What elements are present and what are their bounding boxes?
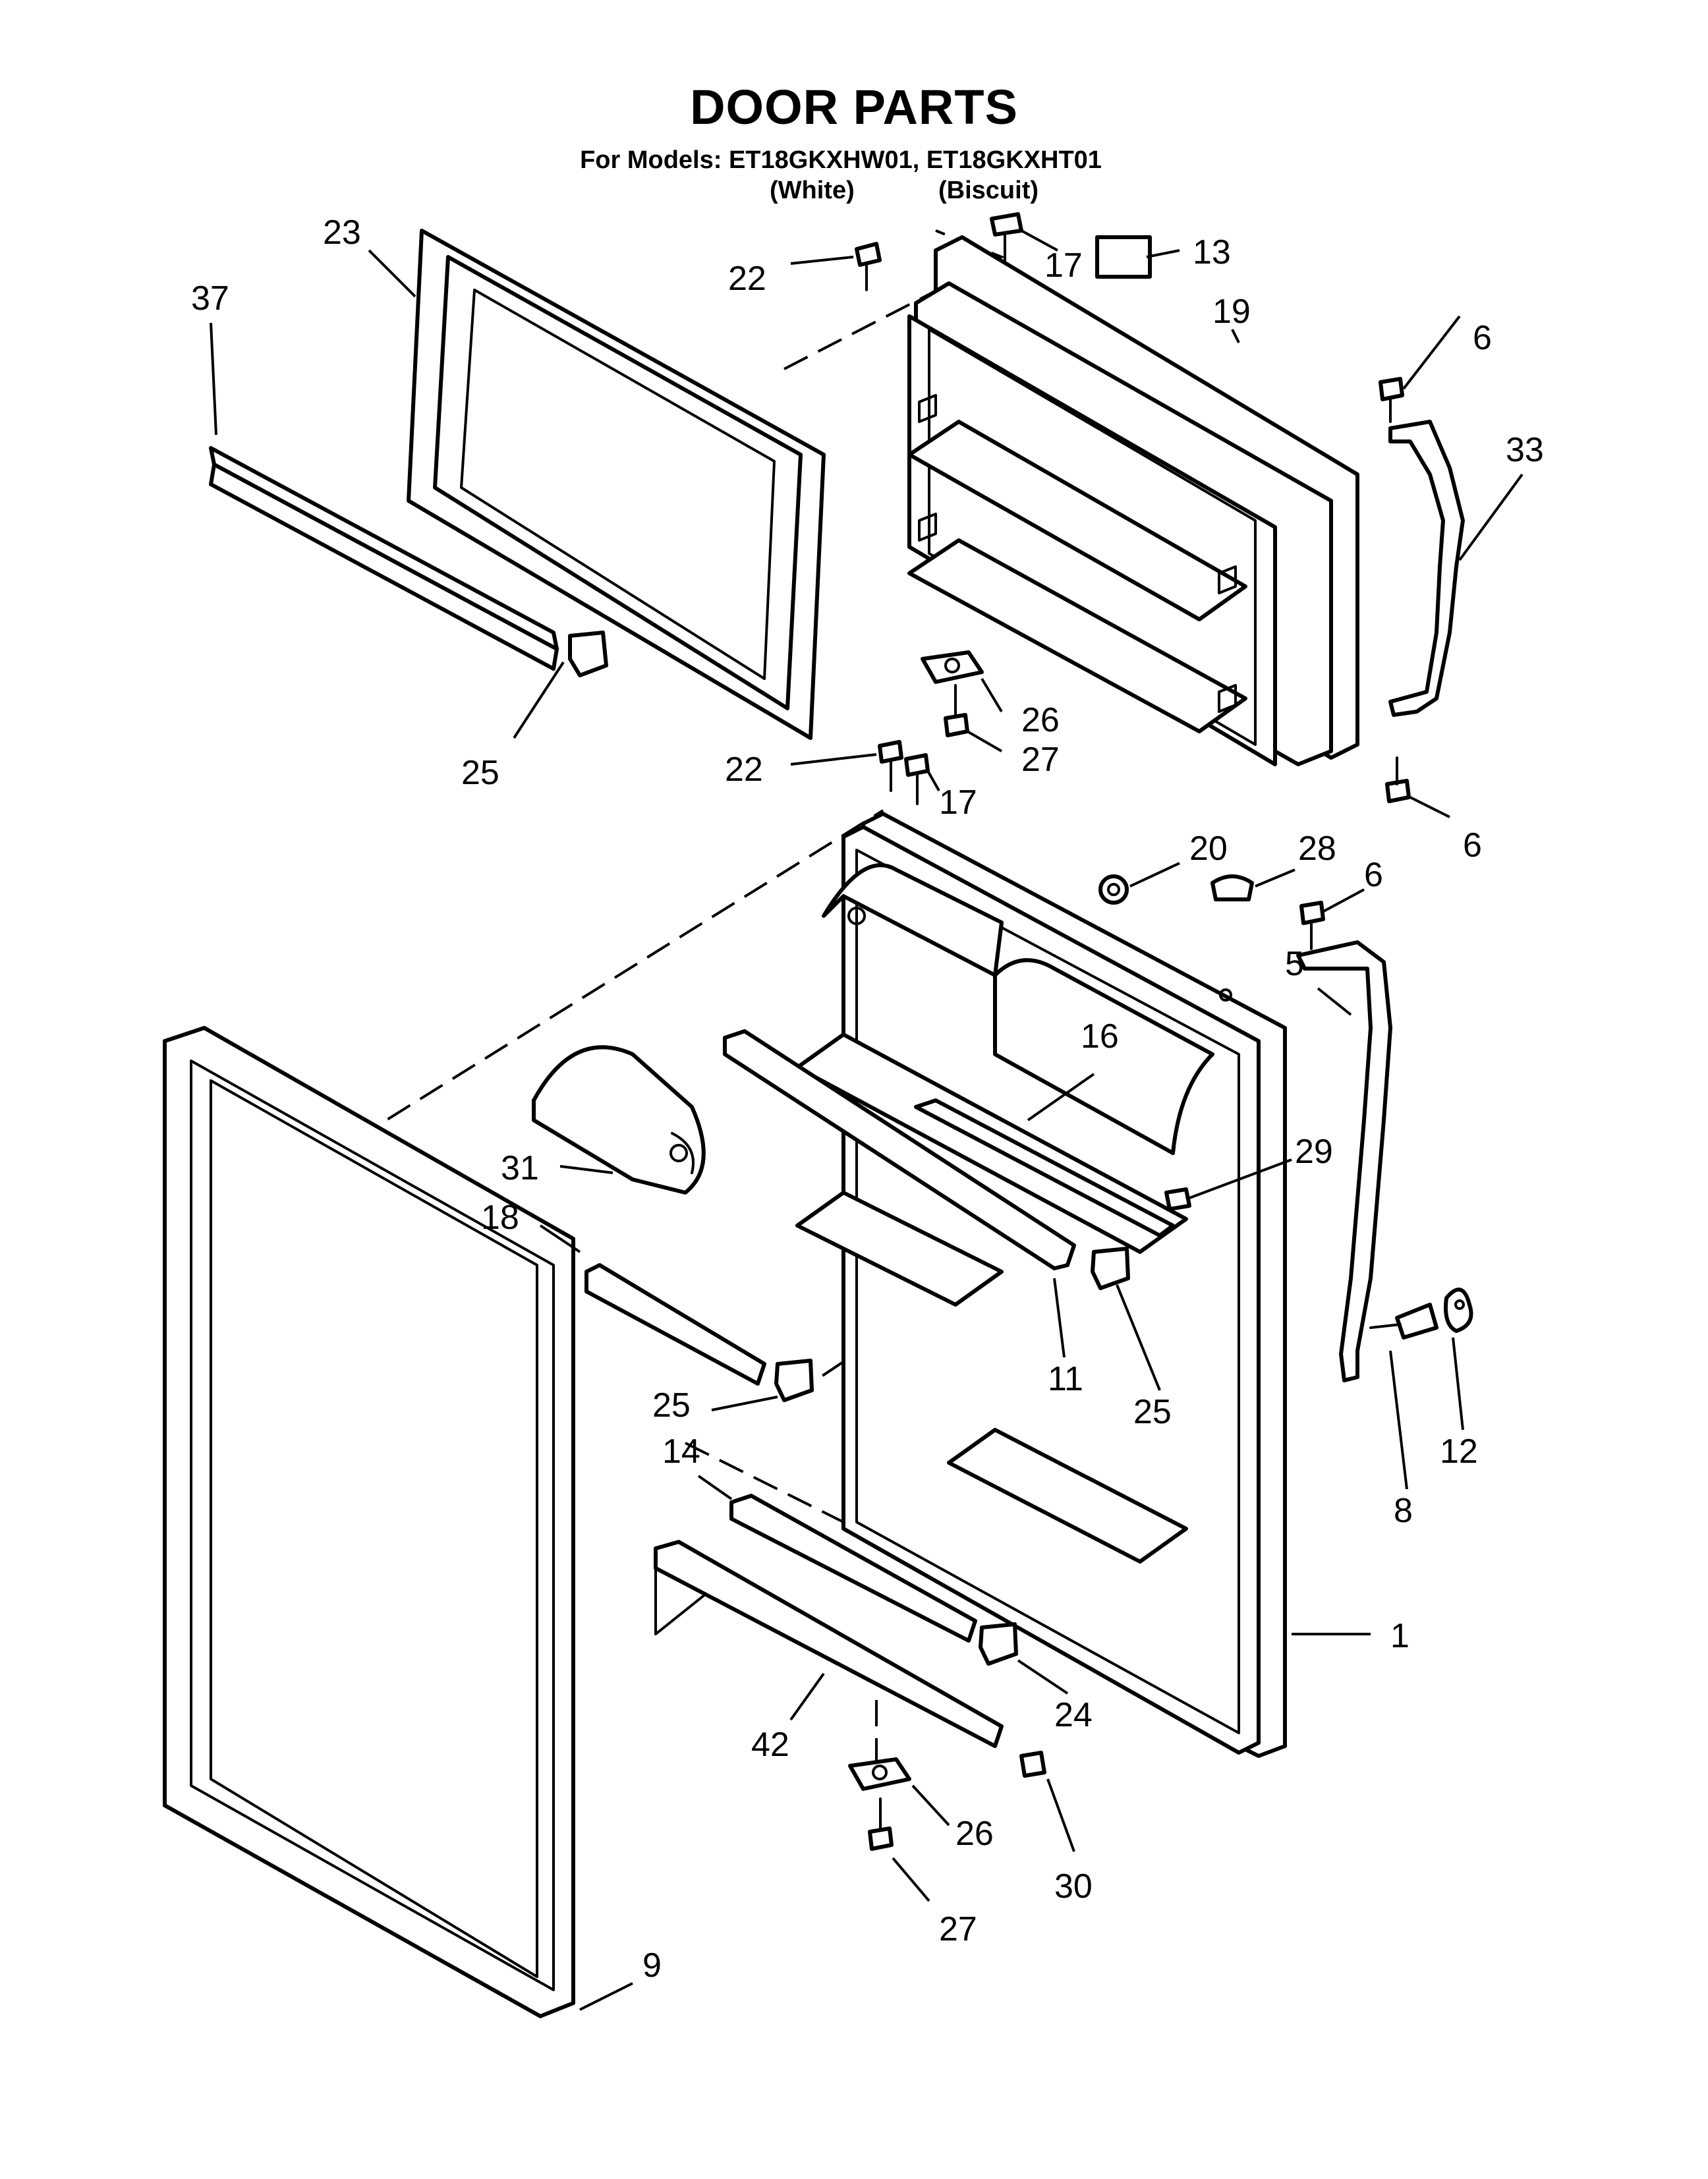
callout-6a: 6	[1473, 319, 1492, 357]
hinge-screw-27a	[944, 684, 969, 737]
callout-24: 24	[1054, 1696, 1093, 1734]
page-title: DOOR PARTS	[690, 80, 1018, 134]
callout-14: 14	[662, 1432, 700, 1471]
callout-11: 11	[1048, 1360, 1083, 1398]
dairy-compartment	[822, 863, 1214, 1155]
refrigerator-door-gasket	[163, 1026, 575, 2018]
hinge-screw-27b	[868, 1797, 894, 1851]
door-shelf-lower	[947, 1428, 1188, 1564]
callout-30: 30	[1054, 1867, 1093, 1906]
callout-25b: 25	[1133, 1393, 1172, 1431]
trim-end-cap-30	[1019, 1751, 1046, 1778]
callout-22a: 22	[728, 260, 766, 298]
hinge-bracket-26b	[848, 1757, 911, 1791]
freezer-door-gasket	[407, 229, 826, 740]
door-shelf-middle	[795, 1191, 1004, 1307]
callout-23: 23	[323, 213, 361, 252]
hinge-cover-20	[1098, 874, 1129, 905]
hole-plug-28	[1210, 874, 1254, 1002]
callout-18: 18	[481, 1199, 519, 1237]
screw-17a	[990, 212, 1023, 265]
shelf-trim-11	[723, 1029, 1076, 1270]
bottom-trim-42	[654, 1540, 1004, 1748]
callout-31: 31	[501, 1149, 539, 1187]
handle-screw-6c	[1299, 901, 1325, 950]
bin-end-cap-25a	[568, 631, 608, 677]
callout-29: 29	[1295, 1133, 1333, 1171]
callout-9: 9	[642, 1946, 662, 1985]
variant-white: (White)	[770, 177, 855, 204]
shelf-trim-18	[584, 1263, 766, 1386]
handle-screw-6b	[1385, 756, 1411, 803]
leader-lines	[210, 229, 1523, 2011]
bin-end-cap-25c	[1091, 1247, 1130, 1290]
door-plug-22b	[878, 740, 903, 792]
callout-22b: 22	[725, 750, 763, 789]
bin-end-cap-24	[979, 1622, 1018, 1666]
door-plug-22a	[855, 242, 882, 291]
callout-labels: 23 37 22 17 13 19 6 33 25 26 27 6 22 17 …	[191, 213, 1544, 1985]
hinge-bracket-26a	[921, 650, 984, 684]
callout-17b: 17	[939, 783, 977, 822]
callout-27b: 27	[939, 1910, 977, 1948]
alignment-line-lower	[322, 809, 884, 1161]
handle-screw-8	[1369, 1303, 1438, 1340]
variant-biscuit: (Biscuit)	[938, 177, 1039, 204]
callout-37: 37	[191, 279, 229, 318]
butter-compartment-door	[532, 1045, 706, 1195]
callout-33: 33	[1506, 431, 1544, 469]
callout-25a: 25	[461, 754, 499, 792]
freezer-shelf-trim	[209, 446, 559, 671]
callout-16: 16	[1081, 1017, 1119, 1056]
screw-17b	[904, 753, 930, 805]
hinge-bracket-26b	[848, 1757, 911, 1791]
callout-12: 12	[1440, 1432, 1478, 1471]
callout-6c: 6	[1364, 856, 1383, 894]
refrigerator-handle	[1296, 940, 1392, 1382]
callout-13: 13	[1193, 233, 1231, 271]
callout-5: 5	[1285, 945, 1304, 983]
callout-1: 1	[1390, 1617, 1409, 1655]
callout-6b: 6	[1463, 826, 1482, 864]
model-label	[1095, 235, 1152, 279]
callout-26b: 26	[955, 1815, 994, 1853]
callout-26a: 26	[1021, 701, 1060, 739]
trim-end-cap-29	[1164, 1187, 1191, 1211]
freezer-handle	[1388, 420, 1465, 717]
freezer-door-liner	[907, 235, 1359, 766]
handle-screw-6a	[1379, 377, 1404, 423]
callout-25c: 25	[652, 1386, 691, 1425]
bin-end-cap-25b	[774, 1359, 814, 1402]
bottom-trim-42-edge	[654, 1567, 706, 1635]
callout-27a: 27	[1021, 741, 1060, 779]
callout-19: 19	[1212, 293, 1251, 331]
shelf-trim-16	[914, 1098, 1175, 1237]
refrigerator-door	[841, 812, 1287, 1758]
callout-20: 20	[1189, 830, 1228, 868]
callout-42: 42	[751, 1726, 789, 1764]
shelf-trim-14	[729, 1494, 977, 1643]
models-line: For Models: ET18GKXHW01, ET18GKXHT01	[580, 146, 1102, 174]
callout-17a: 17	[1044, 246, 1083, 285]
callout-8: 8	[1394, 1492, 1413, 1530]
handle-cap-12	[1444, 1288, 1473, 1333]
callout-28: 28	[1298, 830, 1336, 868]
